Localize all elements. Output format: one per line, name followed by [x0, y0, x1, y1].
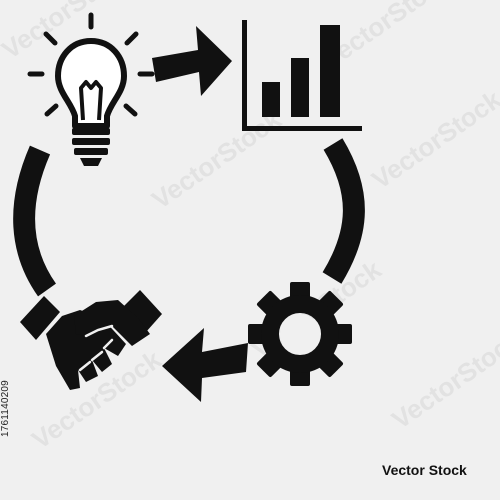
arrow-left-icon — [162, 328, 248, 402]
bar-chart-icon — [242, 20, 362, 131]
cycle-arc-left — [13, 145, 57, 297]
watermark-text: VectorStock — [146, 104, 287, 215]
handshake-icon — [20, 290, 162, 390]
watermark-text: VectorStock — [366, 84, 500, 195]
arrow-right-icon — [152, 26, 232, 96]
gear-icon — [248, 282, 352, 386]
image-id-text: 1761140209 — [0, 380, 11, 437]
watermark-text: VectorStock — [386, 324, 500, 435]
brand-logo-text: Vector Stock — [382, 462, 467, 478]
lightbulb-icon — [27, 12, 155, 166]
cycle-arc-right — [322, 138, 365, 284]
